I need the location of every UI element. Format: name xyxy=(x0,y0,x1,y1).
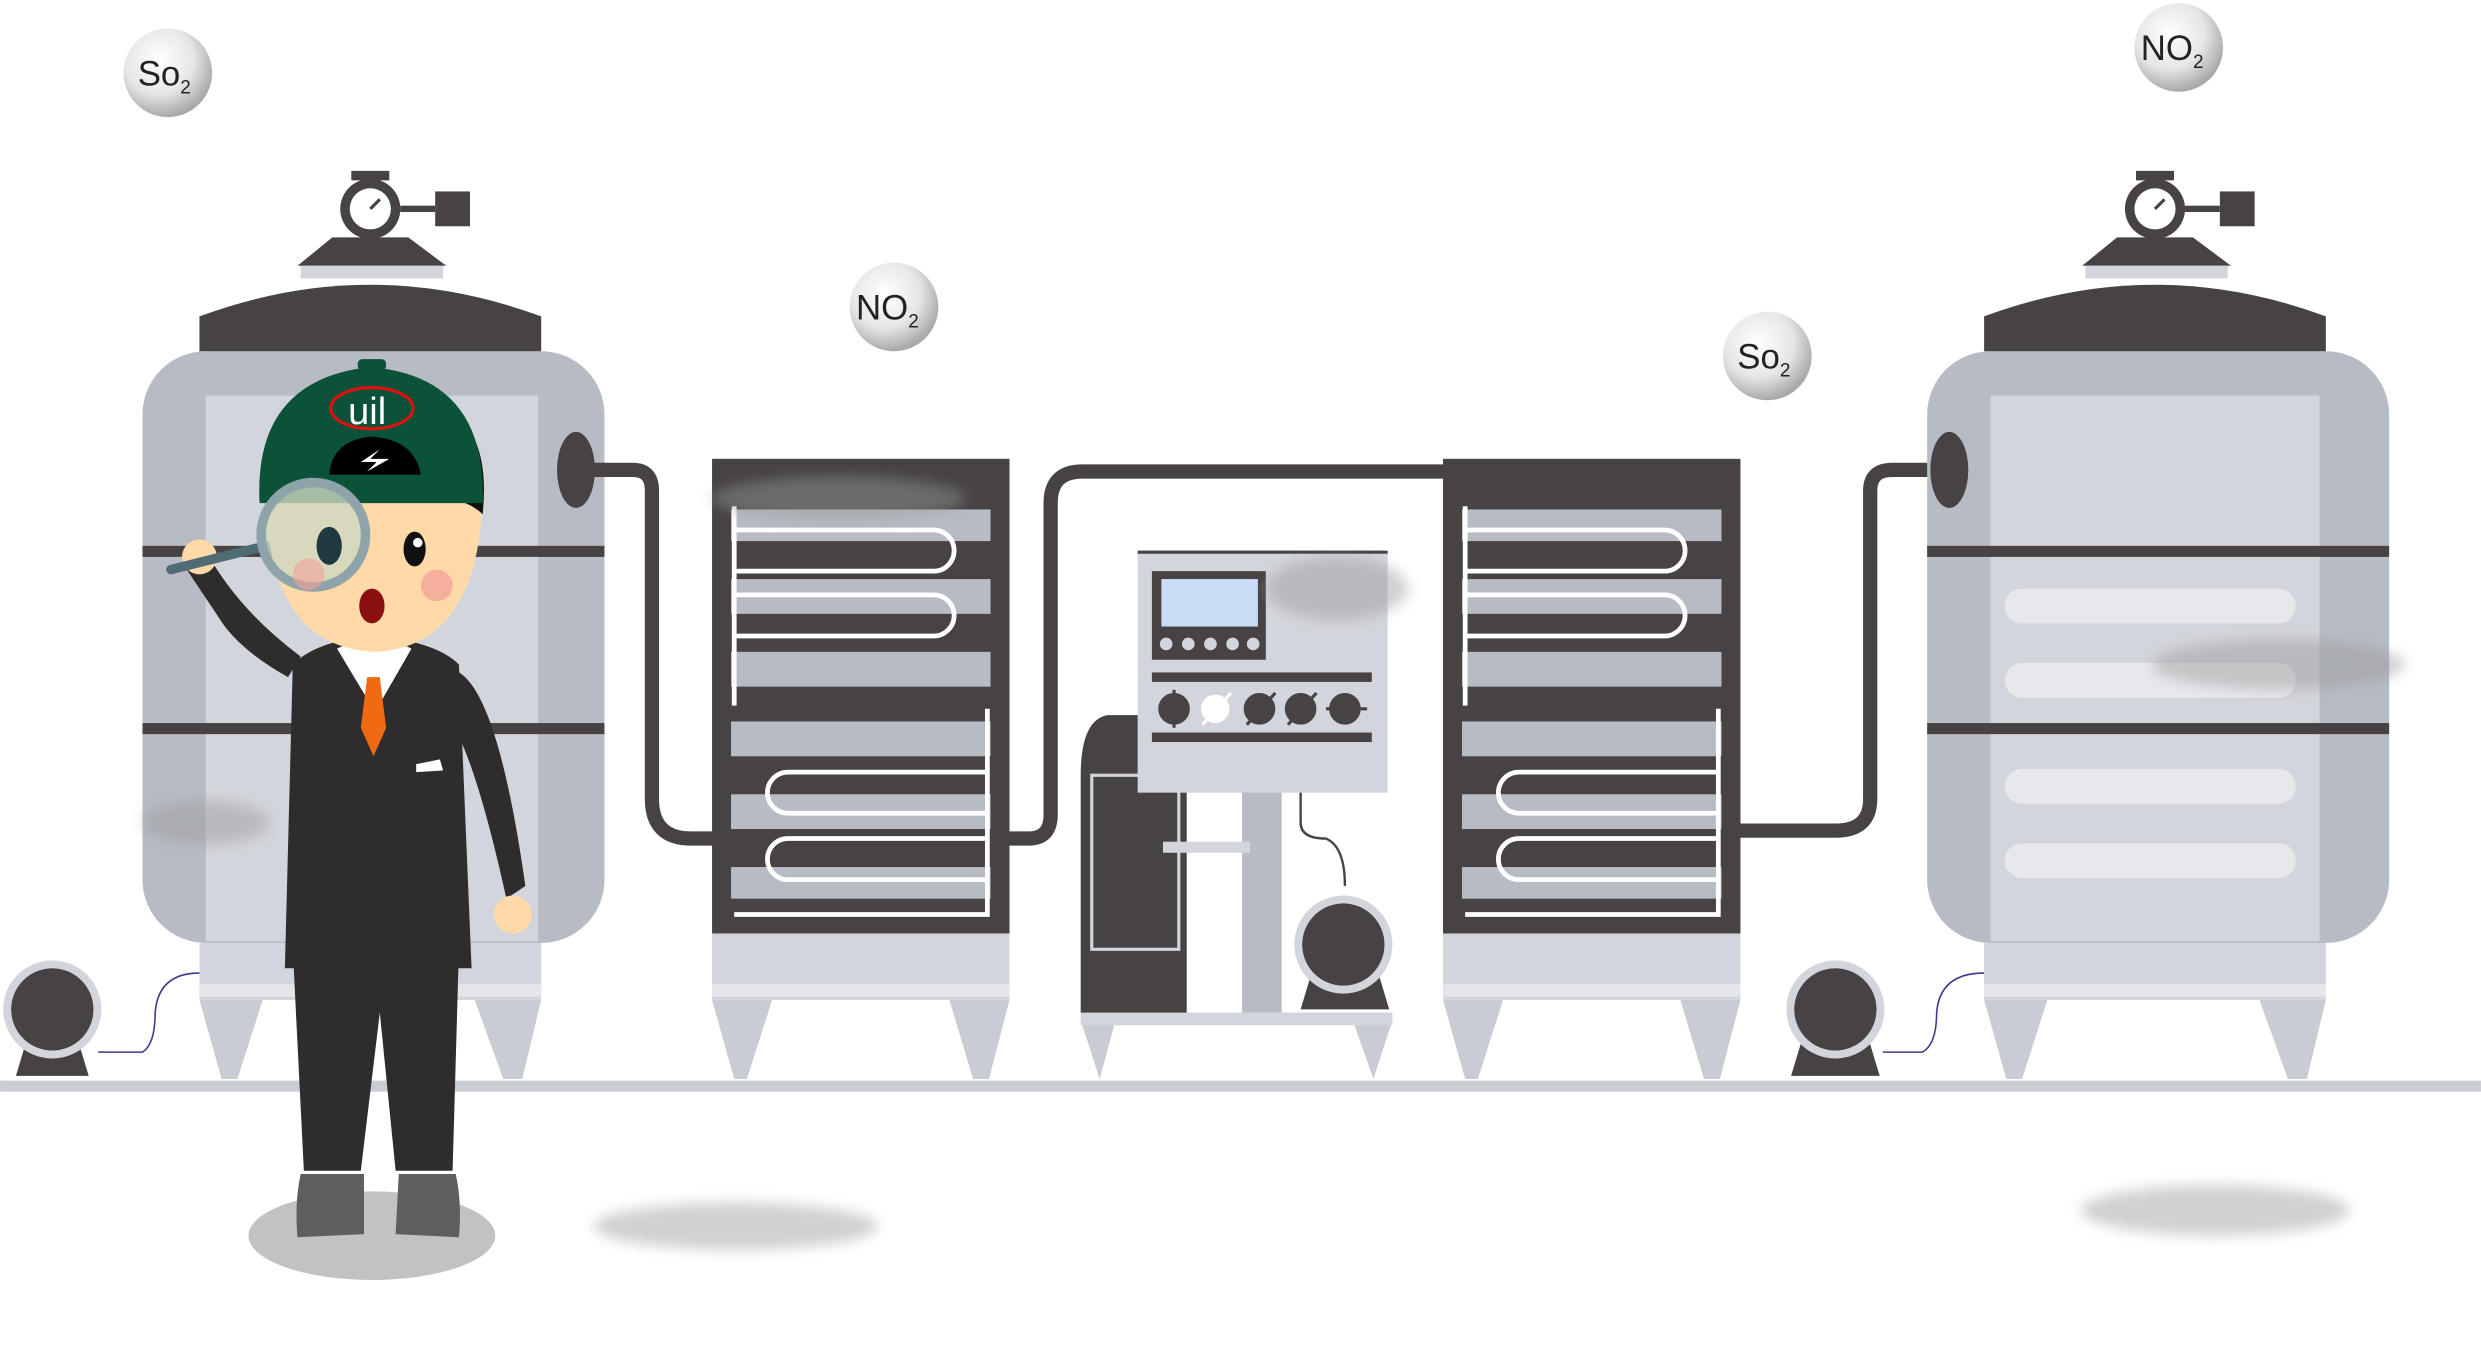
control-knobs xyxy=(1158,689,1368,728)
motors xyxy=(3,895,1985,1076)
pipes xyxy=(588,462,1939,846)
bubble-no2-center: NO2 xyxy=(849,262,939,352)
cap-logo: uil xyxy=(348,391,386,433)
heat-exchanger-left xyxy=(712,458,1010,1080)
bubble-no2-top-right: NO2 xyxy=(2134,3,2224,92)
motor-icon xyxy=(1786,960,1985,1076)
svg-text:So2: So2 xyxy=(138,54,191,98)
tie xyxy=(360,677,387,757)
cap-logo-ring xyxy=(329,386,415,431)
inspector-character: uil xyxy=(166,359,532,1280)
heat-exchanger-right xyxy=(1443,458,1741,1080)
floor-line xyxy=(0,1080,2481,1092)
svg-text:NO2: NO2 xyxy=(2141,29,2204,73)
bubble-so2-right: So2 xyxy=(1723,311,1812,401)
dust-clouds xyxy=(142,476,2405,1250)
motor-icon xyxy=(1294,895,1393,1010)
motor-icon xyxy=(3,960,200,1076)
green-cap xyxy=(259,367,483,504)
bubble-so2-left: So2 xyxy=(123,28,213,118)
svg-text:So2: So2 xyxy=(1737,338,1790,382)
display-screen xyxy=(1161,579,1258,627)
svg-text:NO2: NO2 xyxy=(856,289,919,333)
right-tank xyxy=(1927,170,2390,1080)
